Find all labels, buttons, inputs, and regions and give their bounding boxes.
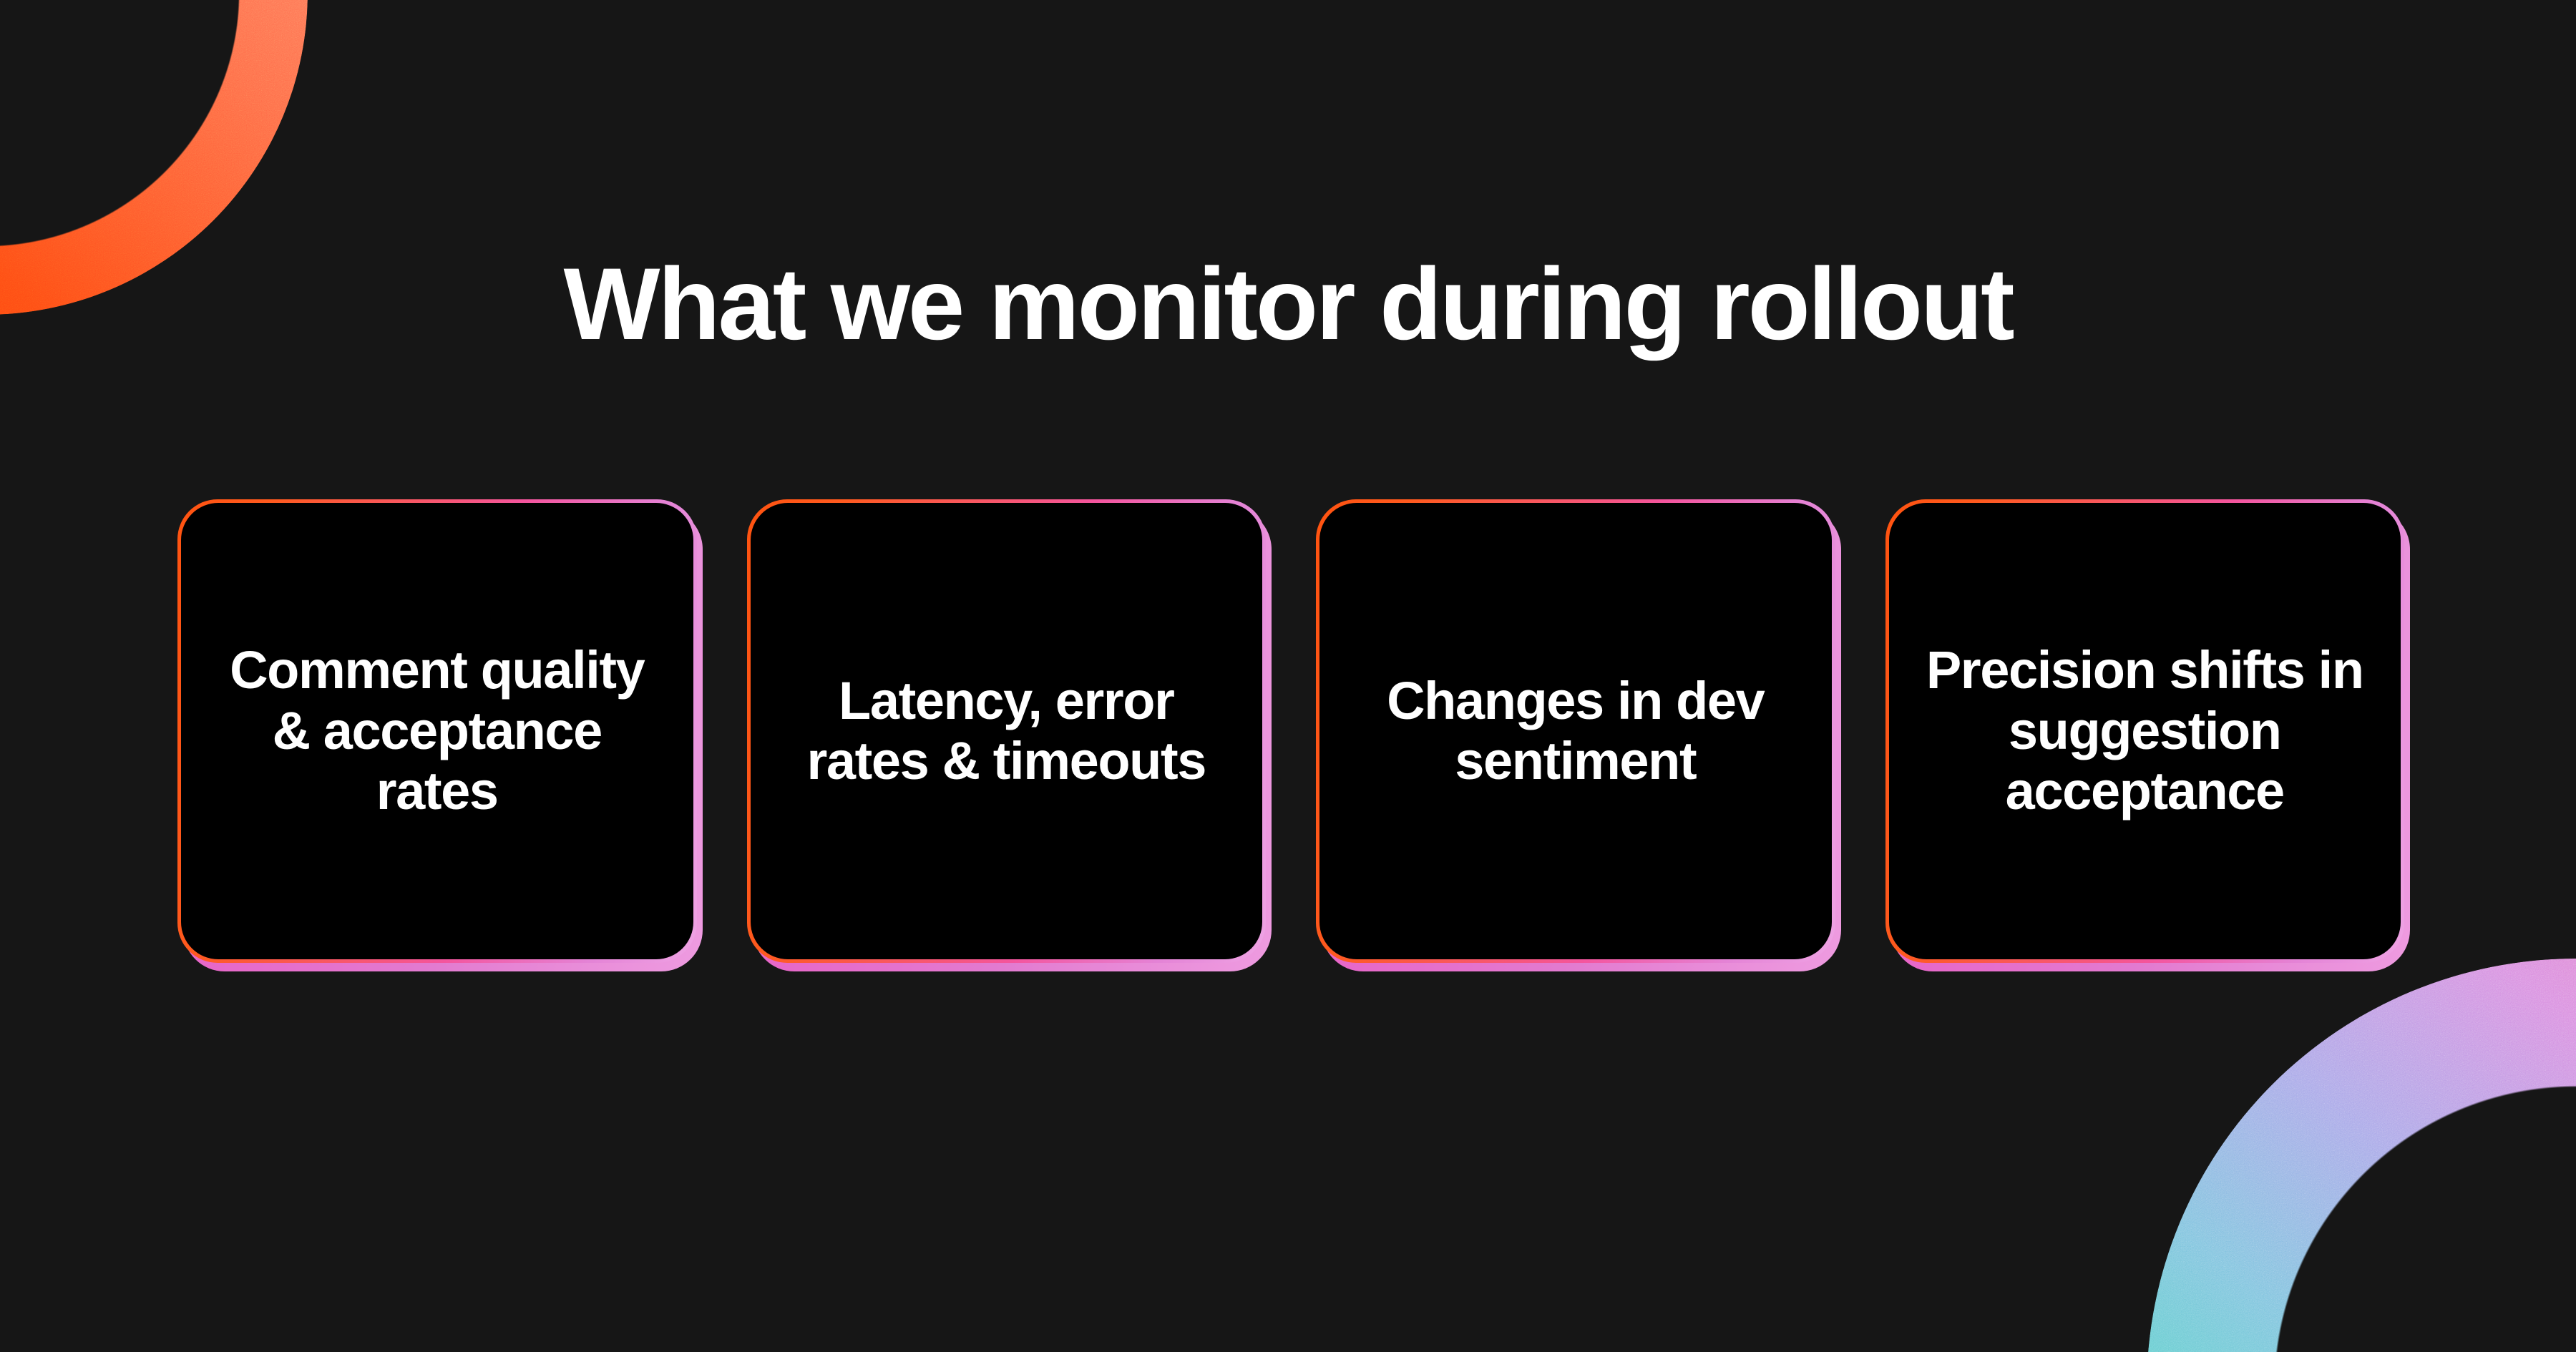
card-inner-surface: Precision shifts in suggestion acceptanc… <box>1888 503 2401 959</box>
card-gradient-border: Precision shifts in suggestion acceptanc… <box>1885 499 2404 963</box>
bottom-right-ring-grain-texture <box>2147 959 2576 1352</box>
metric-card-label: Comment quality & acceptance rates <box>230 640 645 821</box>
metric-card-label: Changes in dev sentiment <box>1387 670 1765 790</box>
metric-cards-row: Comment quality & acceptance rates Laten… <box>177 499 2410 980</box>
card-inner-surface: Comment quality & acceptance rates <box>181 503 693 959</box>
metric-card-precision-shifts[interactable]: Precision shifts in suggestion acceptanc… <box>1885 499 2410 971</box>
metric-card-dev-sentiment[interactable]: Changes in dev sentiment <box>1316 499 1841 971</box>
card-gradient-border: Latency, error rates & timeouts <box>746 499 1266 963</box>
metric-card-latency-errors[interactable]: Latency, error rates & timeouts <box>746 499 1272 971</box>
metric-card-label: Latency, error rates & timeouts <box>806 670 1207 790</box>
bottom-right-ring-gradient <box>2147 959 2576 1352</box>
page-title: What we monitor during rollout <box>563 247 2015 361</box>
card-inner-surface: Changes in dev sentiment <box>1319 503 1832 959</box>
card-gradient-border: Comment quality & acceptance rates <box>177 499 697 963</box>
card-gradient-border: Changes in dev sentiment <box>1316 499 1835 963</box>
card-inner-surface: Latency, error rates & timeouts <box>750 503 1262 959</box>
metric-card-label: Precision shifts in suggestion acceptanc… <box>1926 640 2364 821</box>
metric-card-comment-quality[interactable]: Comment quality & acceptance rates <box>177 499 703 971</box>
bottom-right-ring-decoration <box>2147 959 2576 1352</box>
